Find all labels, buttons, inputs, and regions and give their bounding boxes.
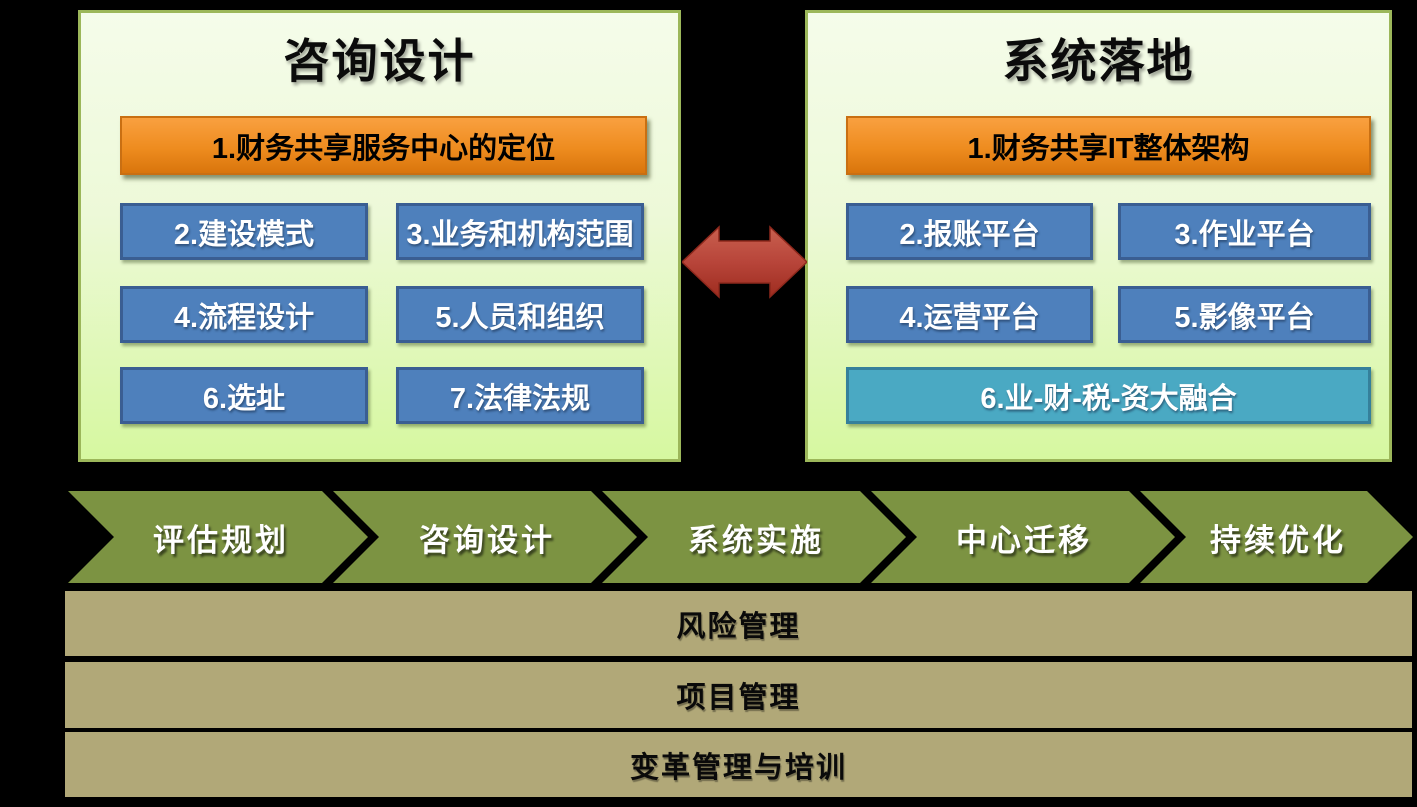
system-landing-panel: 系统落地 1.财务共享IT整体架构 2.报账平台 3.作业平台 4.运营平台 5… [805, 10, 1392, 462]
chevron-shape-2 [333, 491, 637, 583]
bar-change-management-training: 变革管理与培训 [65, 732, 1412, 797]
consulting-box-business-scope: 3.业务和机构范围 [396, 203, 644, 260]
process-step-center-migration: 中心迁移 [956, 522, 1092, 558]
consulting-box-process-design: 4.流程设计 [120, 286, 368, 343]
system-panel-title: 系统落地 [1002, 35, 1195, 87]
chevron-shape-5 [1140, 491, 1413, 583]
consulting-header-box: 1.财务共享服务中心的定位 [120, 116, 647, 175]
process-step-evaluate-plan: 评估规划 [153, 522, 289, 558]
system-header-box: 1.财务共享IT整体架构 [846, 116, 1371, 175]
process-step-system-implement: 系统实施 [688, 522, 824, 558]
system-box-ops-platform: 4.运营平台 [846, 286, 1093, 343]
process-step-continuous-optimize: 持续优化 [1210, 522, 1346, 558]
system-box-reimbursement-platform: 2.报账平台 [846, 203, 1093, 260]
chevron-shape-1 [68, 491, 368, 583]
double-headed-arrow-icon [680, 223, 809, 301]
consulting-design-panel: 咨询设计 1.财务共享服务中心的定位 2.建设模式 3.业务和机构范围 4.流程… [78, 10, 681, 462]
consulting-box-legal: 7.法律法规 [396, 367, 644, 424]
consulting-box-people-org: 5.人员和组织 [396, 286, 644, 343]
bar-risk-management: 风险管理 [65, 591, 1412, 656]
bar-project-management: 项目管理 [65, 662, 1412, 728]
consulting-panel-title: 咨询设计 [283, 35, 476, 87]
chevron-shape-3 [602, 491, 906, 583]
consulting-box-site-selection: 6.选址 [120, 367, 368, 424]
chevron-shape-4 [871, 491, 1175, 583]
consulting-box-construction-mode: 2.建设模式 [120, 203, 368, 260]
process-step-consult-design: 咨询设计 [419, 522, 555, 558]
process-chevron-band: 评估规划 咨询设计 系统实施 中心迁移 持续优化 [0, 491, 1417, 583]
system-box-operation-platform: 3.作业平台 [1118, 203, 1371, 260]
system-box-imaging-platform: 5.影像平台 [1118, 286, 1371, 343]
system-box-fusion: 6.业-财-税-资大融合 [846, 367, 1371, 424]
